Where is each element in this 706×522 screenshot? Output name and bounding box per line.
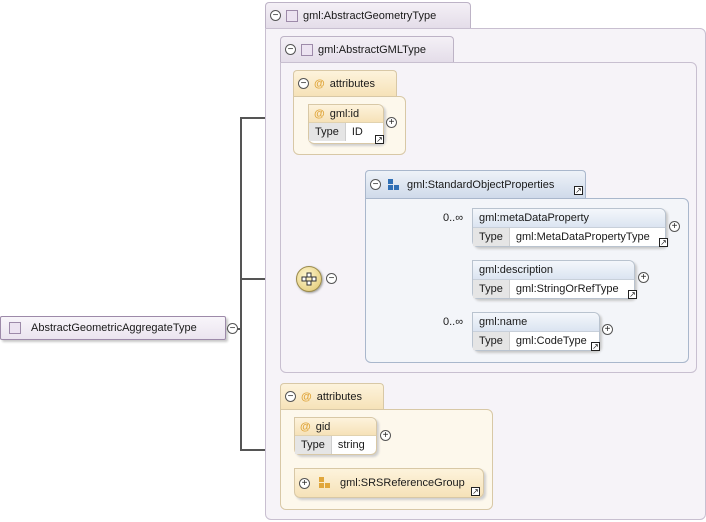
standard-props-label: gml:StandardObjectProperties [407,178,555,191]
attr-gml-id-name: gml:id [329,107,360,120]
abstract-gml-label: gml:AbstractGMLType [318,43,426,56]
collapse-icon[interactable]: − [370,179,381,190]
attribute-icon: @ [314,107,325,120]
type-label: Type [295,436,332,454]
group-icon [387,178,401,191]
collapse-icon[interactable]: − [326,273,337,284]
root-element-label: AbstractGeometricAggregateType [31,322,197,334]
link-arrow-icon[interactable]: ↗ [659,238,668,247]
root-element[interactable]: AbstractGeometricAggregateType [0,316,226,340]
attribute-icon: @ [314,77,325,90]
srs-reference-group[interactable]: + gml:SRSReferenceGroup [294,468,484,498]
element-name: gml:metaDataProperty [473,209,665,228]
link-arrow-icon[interactable]: ↗ [574,186,583,195]
expand-icon[interactable]: + [638,272,649,283]
element-metadata-property[interactable]: gml:metaDataProperty Type gml:MetaDataPr… [472,208,666,247]
complex-type-icon [9,322,21,334]
root-collapse-icon[interactable]: − [227,323,238,334]
attribute-icon: @ [300,420,311,433]
expand-icon[interactable]: + [386,117,397,128]
complex-type-icon [286,9,298,22]
element-description[interactable]: gml:description Type gml:StringOrRefType [472,260,635,299]
connector-root-trunk [240,117,242,451]
link-arrow-icon[interactable]: ↗ [591,342,600,351]
link-arrow-icon[interactable]: ↗ [628,290,637,299]
expand-icon[interactable]: + [380,430,391,441]
type-label: Type [473,332,510,350]
attribute-group-icon [318,477,332,489]
expand-icon[interactable]: + [602,324,613,335]
attributes-label: attributes [329,77,375,90]
attributes-tab-1[interactable]: − @ attributes [293,70,397,96]
cardinality-label: 0..∞ [443,212,464,224]
type-value: gml:CodeType [515,335,587,347]
type-label: Type [309,123,346,141]
attr-gml-id[interactable]: @ gml:id Type ID [308,104,384,144]
sequence-icon[interactable] [296,266,322,292]
type-label: Type [473,228,510,246]
collapse-icon[interactable]: − [285,44,296,55]
attribute-icon: @ [301,390,312,403]
abstract-geometry-tab[interactable]: − gml:AbstractGeometryType [265,2,471,28]
link-arrow-icon[interactable]: ↗ [471,487,480,496]
attributes-label: attributes [316,390,362,403]
expand-icon[interactable]: + [669,221,680,232]
type-value: ID [351,126,363,138]
collapse-icon[interactable]: − [298,78,309,89]
collapse-icon[interactable]: − [270,10,281,21]
abstract-gml-tab[interactable]: − gml:AbstractGMLType [280,36,454,62]
attr-gid[interactable]: @ gid Type string [294,417,377,455]
element-name: gml:name [473,313,599,332]
element-name: gml:description [473,261,634,280]
complex-type-icon [301,43,313,56]
srs-reference-group-label: gml:SRSReferenceGroup [340,477,465,489]
expand-icon[interactable]: + [299,477,310,489]
type-value: gml:MetaDataPropertyType [515,231,650,243]
type-label: Type [473,280,510,298]
type-value: string [337,439,365,451]
attr-gid-name: gid [315,420,331,433]
cardinality-label: 0..∞ [443,316,464,328]
link-arrow-icon[interactable]: ↗ [375,135,384,144]
abstract-geometry-label: gml:AbstractGeometryType [303,9,437,22]
standard-props-tab[interactable]: − gml:StandardObjectProperties [365,170,586,198]
attributes-tab-2[interactable]: − @ attributes [280,383,384,409]
collapse-icon[interactable]: − [285,391,296,402]
type-value: gml:StringOrRefType [515,283,619,295]
element-name-codetype[interactable]: gml:name Type gml:CodeType [472,312,600,351]
